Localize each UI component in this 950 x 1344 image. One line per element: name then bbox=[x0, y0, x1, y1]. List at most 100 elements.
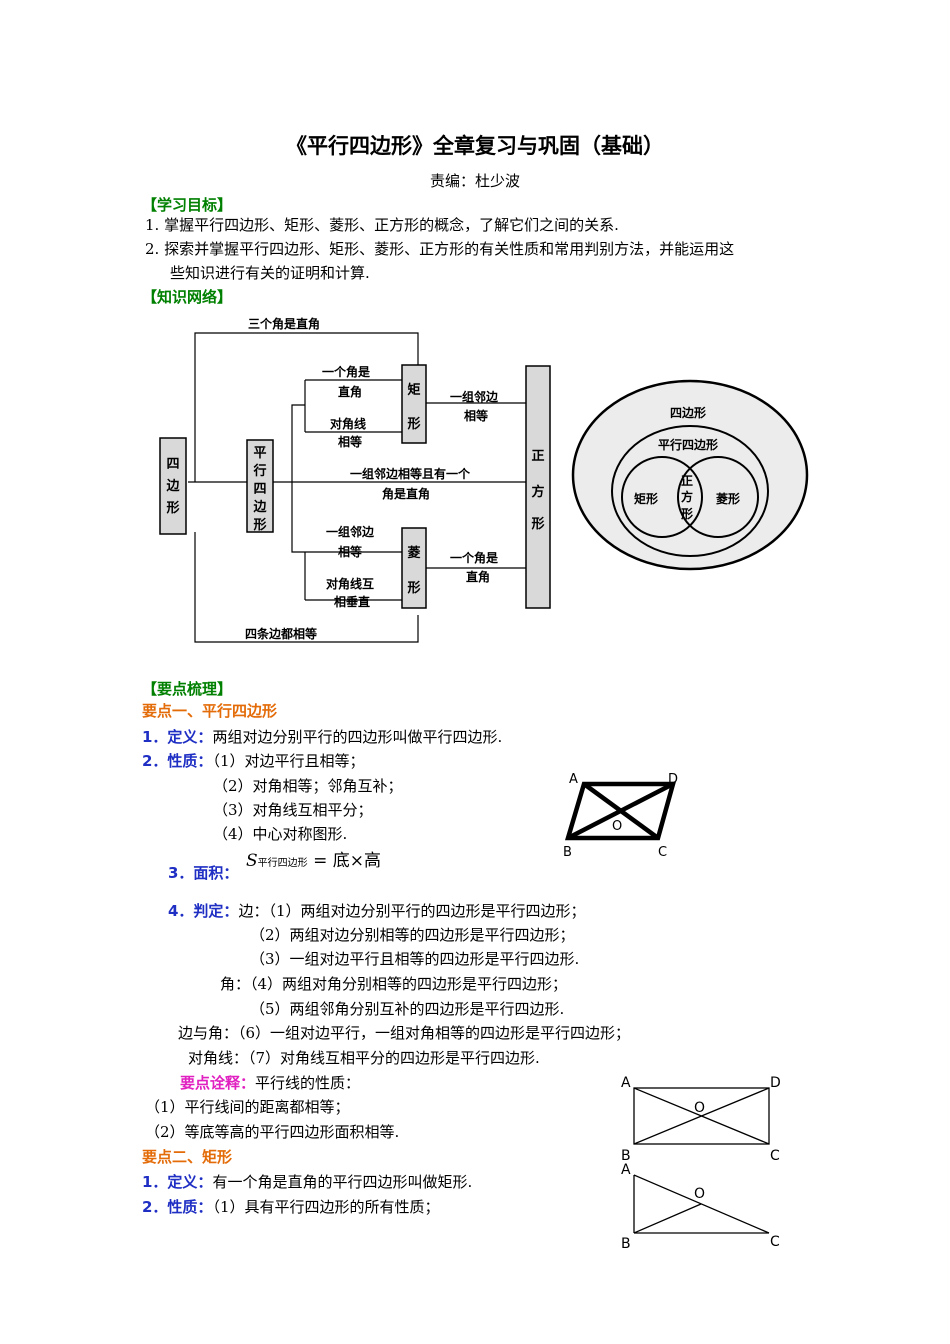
rect-label-d: D bbox=[770, 1075, 781, 1091]
point1-header: 要点一、平行四边形 bbox=[142, 702, 278, 720]
rect-label-c: C bbox=[770, 1148, 780, 1164]
note-1: （1）平行线间的距离都相等； bbox=[145, 1098, 350, 1116]
judge-1: （1）两组对边分别平行的四边形是平行四边形； bbox=[268, 902, 586, 920]
judge-4: （4）两组对角分别相等的四边形是平行四边形； bbox=[250, 975, 568, 993]
judge-7: （7）对角线互相平分的四边形是平行四边形. bbox=[248, 1049, 540, 1067]
judge-line-1: 4．判定：边：（1）两组对边分别平行的四边形是平行四边形； bbox=[168, 900, 586, 921]
square-char-3: 形 bbox=[531, 517, 544, 532]
tri-label-o: O bbox=[694, 1186, 705, 1202]
para-char-1: 平 bbox=[253, 446, 266, 461]
note-label: 要点诠释： bbox=[180, 1074, 256, 1092]
rect-label-a: A bbox=[621, 1075, 631, 1091]
top-condition: 三个角是直角 bbox=[248, 316, 320, 331]
judge-line-4: 角：（4）两组对角分别相等的四边形是平行四边形； bbox=[220, 973, 567, 994]
box-quadrilateral bbox=[159, 437, 187, 535]
prop-label: 2．性质： bbox=[142, 752, 213, 770]
rect-label-b: B bbox=[621, 1148, 631, 1164]
tri-label-a: A bbox=[621, 1162, 631, 1178]
prop-2: （2）对角相等；邻角互补； bbox=[213, 777, 403, 795]
tri-label-b: B bbox=[621, 1236, 631, 1252]
square-char-2: 方 bbox=[531, 484, 544, 500]
judge-label: 4．判定： bbox=[168, 902, 239, 920]
rh-sq-cond-b: 直角 bbox=[466, 569, 490, 584]
area-rest: = 底×高 bbox=[313, 851, 381, 871]
venn-quad-label: 四边形 bbox=[670, 405, 706, 420]
para-label-c: C bbox=[658, 845, 667, 860]
goal-item-2-cont: 些知识进行有关的证明和计算. bbox=[170, 264, 370, 282]
para-char-4: 边 bbox=[252, 500, 267, 515]
judge-5: （5）两组邻角分别互补的四边形是平行四边形. bbox=[250, 1000, 565, 1018]
point2-def-text: 有一个角是直角的平行四边形叫做矩形. bbox=[212, 1173, 473, 1191]
point2-def-label: 1．定义： bbox=[142, 1173, 213, 1191]
point1-def: 1．定义：两组对边分别平行的四边形叫做平行四边形. bbox=[142, 726, 502, 747]
rect-sq-cond-a: 一组邻边 bbox=[450, 389, 499, 404]
area-formula: S平行四边形 = 底×高 bbox=[246, 846, 381, 871]
mid-cond-a: 一组邻边相等且有一个 bbox=[350, 466, 471, 481]
def-text: 两组对边分别平行的四边形叫做平行四边形. bbox=[212, 728, 503, 746]
rect-char-2: 形 bbox=[407, 417, 420, 432]
quad-char-2: 边 bbox=[165, 479, 180, 494]
judge-line-7: 对角线：（7）对角线互相平分的四边形是平行四边形. bbox=[188, 1047, 540, 1068]
venn-square-char-1: 正 bbox=[681, 474, 693, 488]
parallelogram-figure: A D B C O bbox=[563, 772, 678, 860]
prop-3: （3）对角线互相平分； bbox=[213, 801, 373, 819]
triangle-figure: A O B C bbox=[621, 1162, 780, 1252]
knowledge-network-diagram: 四 边 形 平 行 四 边 形 矩 形 菱 形 正 方 形 三个角是直角 四条边… bbox=[159, 316, 551, 643]
rh-sq-cond-a: 一个角是 bbox=[450, 550, 499, 565]
judge-edge-angle-label: 边与角： bbox=[178, 1024, 239, 1042]
judge-3: （3）一组对边平行且相等的四边形是平行四边形. bbox=[250, 950, 580, 968]
rectangle-figure: A D B C O bbox=[621, 1075, 781, 1164]
quad-char-1: 四 bbox=[166, 457, 179, 472]
goal-item-1: 1. 掌握平行四边形、矩形、菱形、正方形的概念，了解它们之间的关系. bbox=[145, 216, 619, 234]
venn-diagram: 四边形 平行四边形 矩形 菱形 正 方 形 bbox=[571, 379, 809, 571]
judge-angle-label: 角： bbox=[220, 975, 251, 993]
rect-cond-2b: 相等 bbox=[338, 434, 362, 449]
goal-item-2: 2. 探索并掌握平行四边形、矩形、菱形、正方形的有关性质和常用判别方法，并能运用… bbox=[145, 240, 735, 258]
point2-prop: 2．性质：（1）具有平行四边形的所有性质； bbox=[142, 1196, 439, 1217]
venn-para-label: 平行四边形 bbox=[658, 437, 718, 452]
venn-square-char-2: 方 bbox=[681, 489, 693, 504]
para-label-d: D bbox=[668, 772, 678, 787]
para-char-3: 四 bbox=[253, 482, 266, 497]
area-s: S bbox=[246, 851, 258, 871]
judge-6: （6）一组对边平行，一组对角相等的四边形是平行四边形； bbox=[238, 1024, 631, 1042]
rect-cond-2a: 对角线 bbox=[330, 416, 366, 431]
rh-cond-1b: 相等 bbox=[338, 544, 362, 559]
page-title: 《平行四边形》全章复习与巩固（基础） bbox=[286, 133, 664, 158]
network-header: 【知识网络】 bbox=[142, 288, 233, 306]
box-rhombus bbox=[401, 527, 427, 609]
rh-cond-2b: 相垂直 bbox=[334, 594, 370, 609]
rect-label-o: O bbox=[694, 1100, 705, 1116]
mid-cond-b: 角是直角 bbox=[382, 486, 430, 501]
venn-square-char-3: 形 bbox=[681, 507, 693, 521]
box-square bbox=[525, 365, 551, 609]
rhombus-char-1: 菱 bbox=[407, 545, 420, 561]
venn-rhombus-label: 菱形 bbox=[716, 491, 740, 506]
rect-sq-cond-b: 相等 bbox=[464, 408, 488, 423]
bottom-condition: 四条边都相等 bbox=[245, 626, 317, 641]
note-2: （2）等底等高的平行四边形面积相等. bbox=[145, 1123, 400, 1141]
point2-prop-label: 2．性质： bbox=[142, 1198, 213, 1216]
point2-header: 要点二、矩形 bbox=[142, 1148, 233, 1166]
rect-char-1: 矩 bbox=[406, 382, 420, 398]
judge-edge-label: 边： bbox=[238, 902, 269, 920]
rh-cond-1a: 一组邻边 bbox=[326, 524, 375, 539]
para-label-o: O bbox=[612, 819, 622, 834]
prop-4: （4）中心对称图形. bbox=[213, 825, 348, 843]
prop-1: （1）对边平行且相等； bbox=[212, 752, 365, 770]
note-text: 平行线的性质： bbox=[255, 1074, 361, 1092]
box-parallelogram bbox=[246, 439, 274, 533]
author-line: 责编：杜少波 bbox=[429, 172, 520, 190]
point2-prop-1: （1）具有平行四边形的所有性质； bbox=[212, 1198, 440, 1216]
area-subscript: 平行四边形 bbox=[257, 858, 308, 869]
para-char-5: 形 bbox=[253, 518, 266, 533]
box-rectangle bbox=[401, 364, 427, 444]
goals-header: 【学习目标】 bbox=[142, 196, 233, 214]
area-label: 3．面积： bbox=[168, 864, 239, 882]
point2-def: 1．定义：有一个角是直角的平行四边形叫做矩形. bbox=[142, 1171, 472, 1192]
venn-rect-label: 矩形 bbox=[633, 491, 658, 506]
judge-2: （2）两组对边分别相等的四边形是平行四边形； bbox=[250, 926, 575, 944]
rect-cond-1a: 一个角是 bbox=[322, 364, 371, 379]
judge-diag-label: 对角线： bbox=[188, 1049, 249, 1067]
para-char-2: 行 bbox=[252, 463, 266, 479]
